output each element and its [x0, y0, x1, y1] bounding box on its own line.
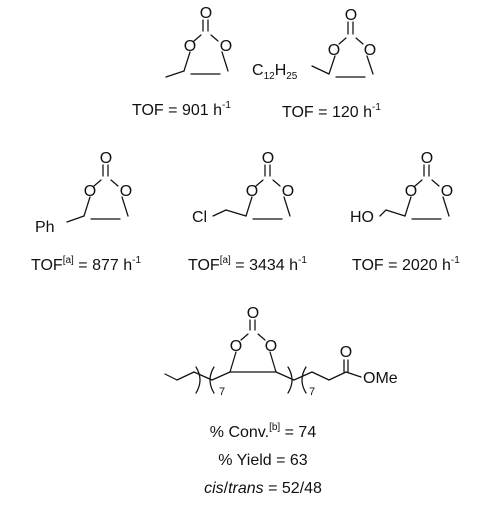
ring-oxygen: O — [441, 183, 453, 200]
tof-caption-dodecyl: TOF = 120 h-1 — [282, 102, 381, 121]
compound-dodecyl-carbonate: O O O C12H25 — [252, 7, 376, 82]
repeat-count-right: 7 — [309, 386, 315, 398]
ring-bonds — [245, 179, 291, 220]
chain-bracket — [195, 366, 201, 394]
chain-bracket — [301, 366, 307, 394]
tof-caption-chloromethyl: TOF[a] = 3434 h-1 — [188, 255, 307, 274]
ring-oxygen: O — [246, 183, 258, 200]
compound-methyl-oleate-carbonate: O O O O OMe 7 7 — [164, 305, 398, 398]
chain-bracket — [209, 366, 215, 394]
ring-oxygen: O — [282, 183, 294, 200]
compound-glycerol-carbonate: O O O HO — [350, 150, 453, 226]
carbonyl-double-bond — [202, 19, 209, 32]
ring-bonds — [83, 179, 129, 220]
ring-bonds — [229, 333, 277, 373]
carbonyl-oxygen: O — [421, 150, 433, 167]
ring-oxygen: O — [265, 338, 277, 355]
conversion-caption: % Conv.[b] = 74 — [209, 422, 317, 441]
tof-caption-styrene: TOF[a] = 877 h-1 — [31, 255, 142, 274]
hydroxyl-substituent-label: HO — [350, 209, 374, 226]
ring-oxygen: O — [220, 38, 232, 55]
carbonyl-oxygen: O — [200, 5, 212, 22]
tof-caption-propylene: TOF = 901 h-1 — [132, 100, 231, 119]
repeat-count-left: 7 — [219, 386, 225, 398]
chlorine-substituent-label: Cl — [192, 209, 207, 226]
right-ester-chain — [275, 359, 362, 394]
ring-oxygen: O — [184, 38, 196, 55]
compound-styrene-carbonate: O O O Ph — [35, 150, 132, 236]
ring-bonds — [328, 37, 374, 78]
cis-trans-caption: cis/trans = 52/48 — [204, 480, 322, 497]
carbonyl-double-bond — [347, 21, 354, 35]
chloromethyl-bond — [212, 209, 227, 217]
ring-oxygen: O — [328, 42, 340, 59]
carbonyl-double-bond — [249, 319, 256, 331]
carbonyl-oxygen: O — [345, 7, 357, 24]
hydroxymethyl-bond — [385, 209, 406, 217]
carbonyl-double-bond — [423, 164, 430, 177]
methoxy-label: OMe — [363, 370, 398, 387]
phenyl-substituent-label: Ph — [35, 219, 55, 236]
carbonyl-oxygen: O — [100, 150, 112, 167]
ring-oxygen: O — [364, 42, 376, 59]
phenyl-bond — [66, 215, 85, 223]
carbonyl-oxygen: O — [247, 305, 259, 322]
hydroxymethyl-bond — [379, 209, 387, 217]
ring-bonds — [404, 179, 450, 220]
carbonyl-double-bond — [102, 164, 109, 177]
chloromethyl-bond — [225, 209, 247, 217]
chain-bracket — [287, 366, 293, 394]
carbonyl-oxygen: O — [262, 150, 274, 167]
carbonyl-double-bond — [264, 164, 271, 177]
alkyl-bond — [311, 65, 330, 75]
ring-bonds — [183, 34, 229, 75]
compound-chloromethyl-carbonate: O O O Cl — [192, 150, 294, 226]
yield-caption: % Yield = 63 — [218, 452, 308, 469]
ring-oxygen: O — [230, 338, 242, 355]
methyl-bond — [165, 70, 185, 78]
ring-oxygen: O — [84, 183, 96, 200]
left-alkyl-chain — [164, 366, 231, 394]
compound-propylene-carbonate: O O O — [165, 5, 232, 78]
ring-oxygen: O — [405, 183, 417, 200]
tof-caption-glycerol: TOF = 2020 h-1 — [352, 255, 460, 274]
ester-carbonyl-oxygen: O — [340, 344, 352, 361]
dodecyl-substituent-label: C12H25 — [252, 62, 298, 82]
ring-oxygen: O — [120, 183, 132, 200]
